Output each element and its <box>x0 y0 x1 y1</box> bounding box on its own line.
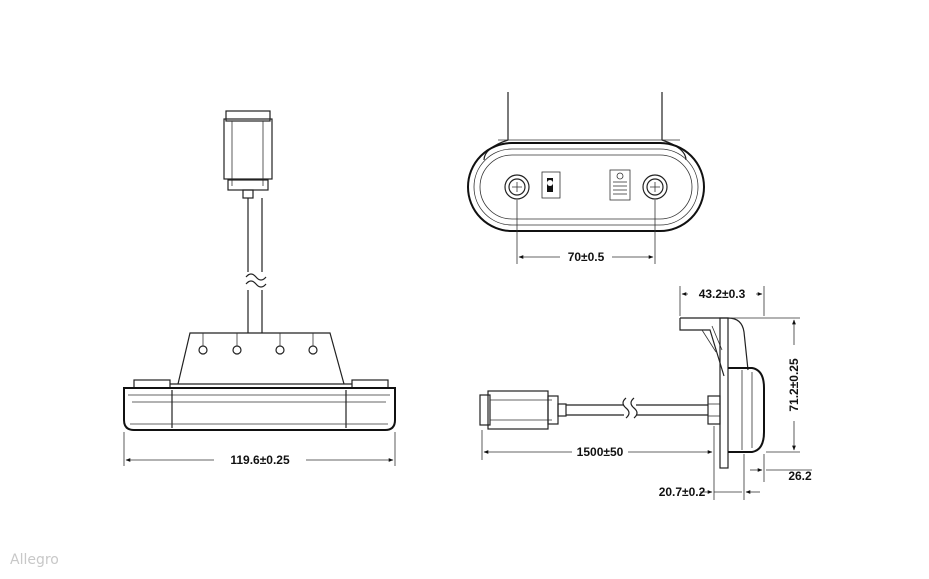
bracket-hole <box>275 333 285 355</box>
bracket-hole <box>232 333 242 355</box>
mounting-bracket <box>170 332 352 385</box>
dimension-flange-offset-label: 20.7±0.2 <box>659 485 706 499</box>
rear-view: 70±0.5 <box>467 92 705 264</box>
emark-label <box>541 171 561 199</box>
dimension-hole-spacing-label: 70±0.5 <box>568 250 605 264</box>
side-connector-plug <box>479 390 567 430</box>
dimension-cable-length: 1500±50 <box>481 426 715 500</box>
spec-label <box>609 169 631 201</box>
dimension-bracket-depth: 43.2±0.3 <box>679 286 765 316</box>
watermark-text: Allegro <box>10 552 59 568</box>
dimension-body-depth-label: 26.2 <box>788 469 812 483</box>
connector-plug <box>223 110 273 199</box>
side-view: 43.2±0.3 71.2±0.25 1500±50 20.7±0.2 <box>479 286 812 500</box>
screw-hole-right <box>642 174 668 200</box>
front-view: 119.6±0.25 <box>123 110 396 467</box>
dimension-total-height: 71.2±0.25 <box>730 317 802 453</box>
cable-grommet <box>707 395 721 425</box>
cable <box>245 198 267 333</box>
bracket-hole <box>308 333 318 355</box>
dimension-total-height-label: 71.2±0.25 <box>787 358 801 412</box>
dimension-width: 119.6±0.25 <box>123 432 396 467</box>
dimension-cable-length-label: 1500±50 <box>577 445 624 459</box>
lamp-body <box>123 379 396 431</box>
dimension-width-label: 119.6±0.25 <box>230 453 290 467</box>
dimension-body-depth: 26.2 <box>750 454 812 483</box>
side-lamp-housing <box>728 367 765 453</box>
side-cable <box>566 397 708 419</box>
bracket-hole <box>198 333 208 355</box>
screw-hole-left <box>504 174 530 200</box>
dimension-bracket-depth-label: 43.2±0.3 <box>699 287 746 301</box>
dimension-flange-offset: 20.7±0.2 <box>659 454 760 500</box>
dimension-hole-spacing: 70±0.5 <box>516 200 656 264</box>
